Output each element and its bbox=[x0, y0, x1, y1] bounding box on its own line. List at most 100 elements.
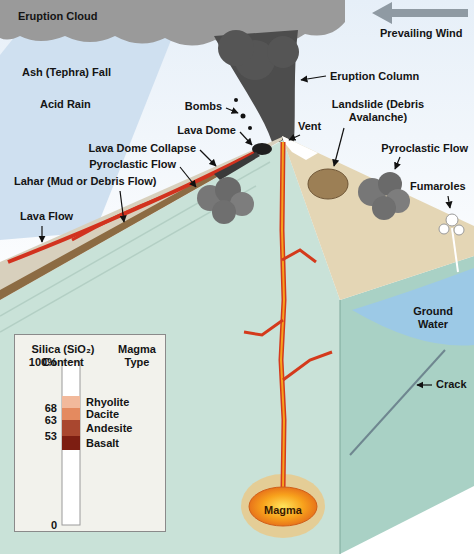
volcanic-bomb bbox=[248, 126, 252, 130]
silica-tick: 68 bbox=[45, 402, 57, 415]
leader-line bbox=[240, 132, 252, 145]
silica-bar bbox=[62, 362, 80, 525]
text-holder: Magma bbox=[264, 500, 302, 518]
dome-label: Lava Dome bbox=[177, 124, 236, 137]
crack-line bbox=[350, 350, 445, 455]
leader-line bbox=[120, 191, 124, 222]
crack-label: Crack bbox=[436, 378, 467, 391]
wind-arrow bbox=[372, 2, 468, 24]
lava-flow bbox=[8, 152, 256, 262]
magma-type-swatch bbox=[62, 436, 80, 450]
lava-flow bbox=[72, 198, 160, 240]
leader-line bbox=[289, 135, 300, 140]
pyroclastic-label: Pyroclastic Flow bbox=[89, 158, 176, 171]
label-holder: 63 bbox=[45, 414, 57, 427]
leader-line bbox=[301, 76, 326, 80]
leader-line bbox=[395, 157, 400, 169]
wind-label: Prevailing Wind bbox=[380, 27, 462, 40]
label-holder: 100% bbox=[29, 356, 57, 369]
magma-dike bbox=[244, 320, 283, 335]
leader-line bbox=[448, 196, 450, 208]
silica-tick: 0 bbox=[51, 519, 57, 532]
pyroclastic-label: Pyroclastic Flow bbox=[381, 142, 468, 155]
leader-line bbox=[417, 384, 432, 385]
magma-type-label: Dacite bbox=[86, 408, 119, 421]
volcanic-bomb bbox=[234, 98, 238, 102]
landslide-deposit bbox=[308, 169, 348, 199]
pyroclastic-cloud bbox=[372, 196, 396, 220]
landslide-label: Landslide (Debris Avalanche) bbox=[326, 98, 430, 124]
label-holder: Rhyolite bbox=[86, 396, 129, 409]
cross-section-front bbox=[0, 140, 340, 554]
dome-collapse bbox=[214, 152, 260, 180]
label-holder: Lava Dome bbox=[177, 124, 236, 137]
fumarole-label: Fumaroles bbox=[410, 180, 466, 193]
column-label: Eruption Column bbox=[330, 70, 419, 83]
label-holder: Crack bbox=[436, 378, 467, 391]
magma-type-label: Basalt bbox=[86, 437, 119, 450]
label-holder: Lava Flow bbox=[20, 210, 73, 223]
legend-panel-fill bbox=[14, 334, 166, 532]
ground-water bbox=[352, 268, 474, 346]
label-holder: Fumaroles bbox=[410, 180, 466, 193]
magma-type-label: Rhyolite bbox=[86, 396, 129, 409]
leader-line bbox=[334, 128, 344, 166]
panel-heading: Magma Type bbox=[111, 343, 163, 369]
dome-collapse-label: Lava Dome Collapse bbox=[88, 142, 196, 155]
label-holder: Pyroclastic Flow bbox=[89, 158, 176, 171]
label-holder: Acid Rain bbox=[40, 98, 91, 111]
column-puff bbox=[218, 30, 254, 66]
magma-chamber: Magma bbox=[248, 486, 318, 527]
label-holder: Ash (Tephra) Fall bbox=[22, 66, 111, 79]
fumarole-steam bbox=[439, 224, 449, 234]
silica-tick: 63 bbox=[45, 414, 57, 427]
label-holder: Bombs bbox=[185, 100, 222, 113]
magma-type-swatch bbox=[62, 408, 80, 420]
vent-label: Vent bbox=[298, 120, 321, 133]
label-holder: 53 bbox=[45, 430, 57, 443]
leader-line bbox=[226, 108, 238, 113]
text-holder: Magma Type bbox=[111, 343, 163, 369]
silica-tick: 53 bbox=[45, 430, 57, 443]
cross-section-side bbox=[340, 256, 474, 554]
volcanic-bomb bbox=[241, 114, 246, 119]
snow-cap bbox=[282, 136, 318, 160]
rain-label: Acid Rain bbox=[40, 98, 91, 111]
silica-tick: 100% bbox=[29, 356, 57, 369]
bombs-label: Bombs bbox=[185, 100, 222, 113]
label-holder: Andesite bbox=[86, 422, 132, 435]
magma-dike bbox=[282, 250, 316, 262]
label-holder: Lahar (Mud or Debris Flow) bbox=[14, 175, 156, 188]
leader-line bbox=[200, 150, 216, 166]
groundwater-label: Ground Water bbox=[405, 305, 461, 331]
ash-label: Ash (Tephra) Fall bbox=[22, 66, 111, 79]
strata-line bbox=[0, 162, 270, 316]
label-holder: Pyroclastic Flow bbox=[381, 142, 468, 155]
label-holder: Prevailing Wind bbox=[380, 27, 462, 40]
label-holder: 68 bbox=[45, 402, 57, 415]
lava-flow-label: Lava Flow bbox=[20, 210, 73, 223]
magma-conduit bbox=[281, 142, 284, 490]
right-flank bbox=[282, 136, 474, 300]
block-edge bbox=[340, 300, 341, 554]
label-holder: Landslide (Debris Avalanche) bbox=[326, 98, 430, 124]
label-holder: Lava Dome Collapse bbox=[88, 142, 196, 155]
cloud-label: Eruption Cloud bbox=[18, 10, 97, 23]
fumarole-steam bbox=[454, 225, 464, 235]
label-holder: Vent bbox=[298, 120, 321, 133]
leader-line bbox=[41, 226, 42, 242]
magma-blob-shape bbox=[249, 487, 317, 526]
conduit-core bbox=[281, 142, 284, 490]
label-holder: Eruption Cloud bbox=[18, 10, 97, 23]
label-holder: Basalt bbox=[86, 437, 119, 450]
lahar-label: Lahar (Mud or Debris Flow) bbox=[14, 175, 156, 188]
magma-type-label: Andesite bbox=[86, 422, 132, 435]
leader-lines bbox=[42, 76, 450, 385]
label-holder: 0 bbox=[51, 519, 57, 532]
fumarole-steam bbox=[446, 214, 458, 226]
pyroclastic-cloud bbox=[212, 200, 236, 224]
label-holder: Eruption Column bbox=[330, 70, 419, 83]
label-holder: Dacite bbox=[86, 408, 119, 421]
label-holder: Ground Water bbox=[405, 305, 461, 331]
